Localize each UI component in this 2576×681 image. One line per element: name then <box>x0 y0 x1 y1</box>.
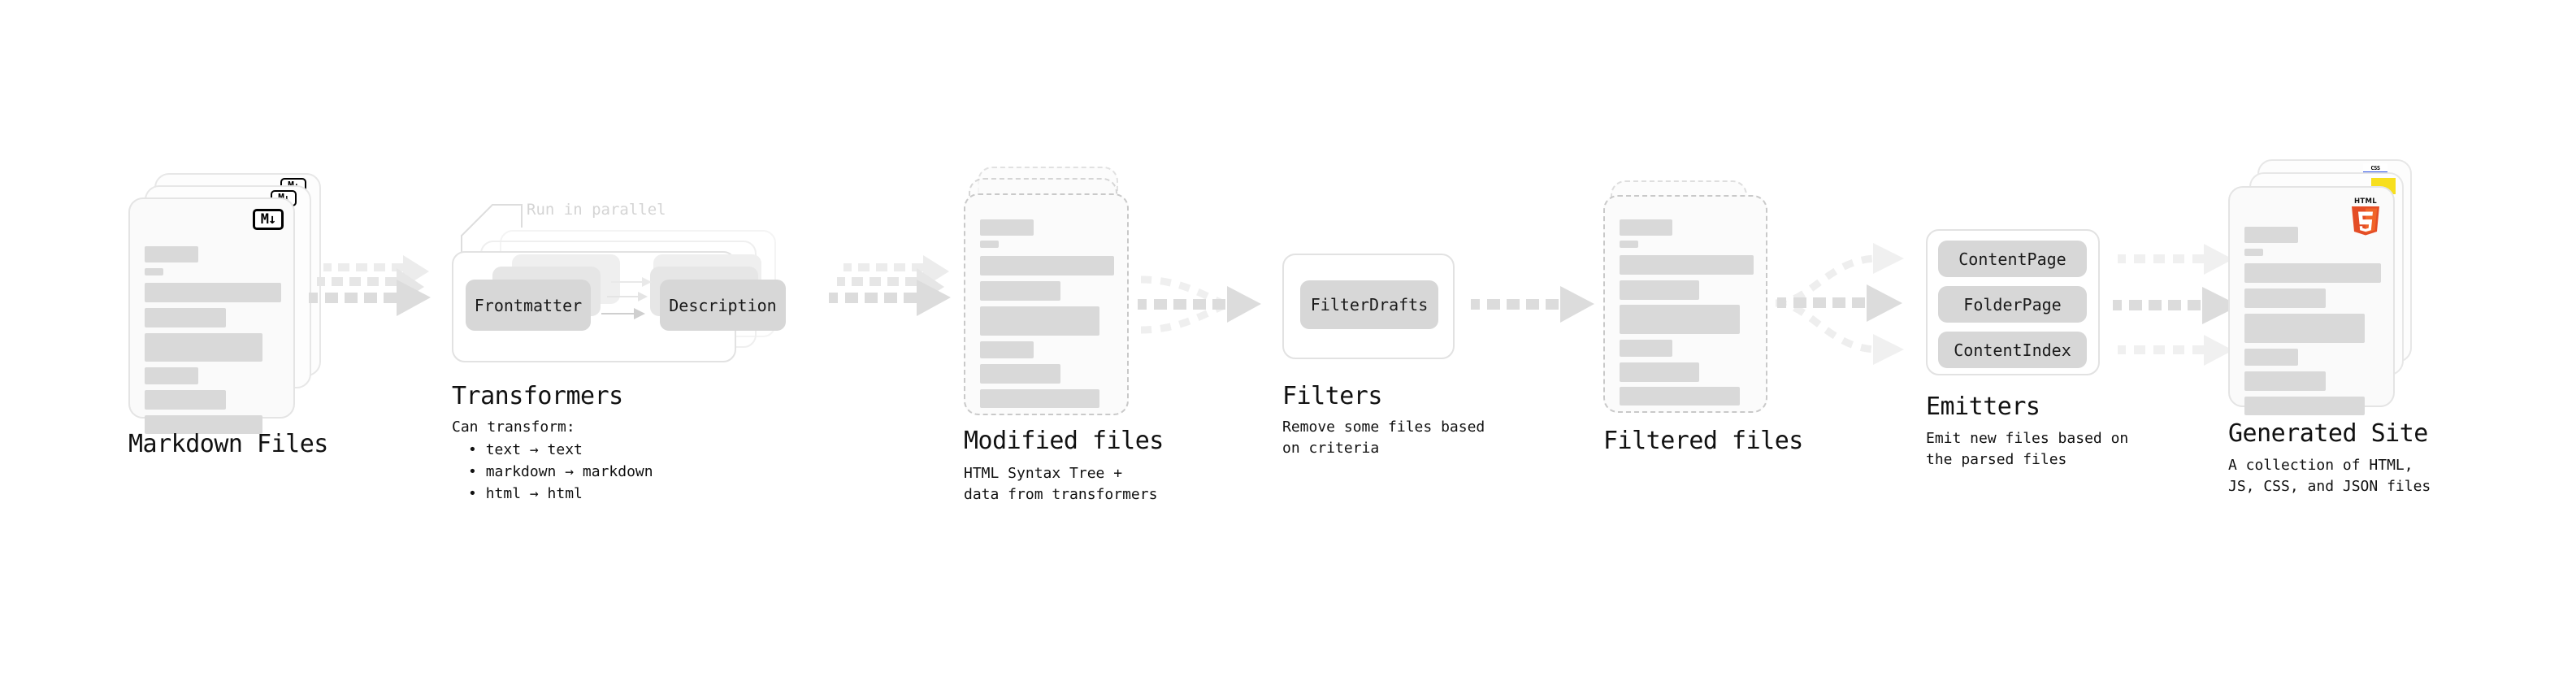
bullet-label: markdown → markdown <box>485 463 653 480</box>
chip-contentpage[interactable]: ContentPage <box>1938 241 2087 277</box>
content-bar <box>145 246 198 262</box>
bullet-label: text → text <box>485 441 583 458</box>
generated-site-title: Generated Site <box>2228 419 2428 448</box>
content-bar <box>1620 305 1740 334</box>
connector-filtered-to-emitters <box>1775 243 1904 365</box>
content-bar <box>1620 340 1672 357</box>
filters-title: Filters <box>1282 382 1382 410</box>
content-bar <box>1620 362 1699 382</box>
doc-card-front <box>1603 195 1767 413</box>
run-in-parallel-label: Run in parallel <box>527 201 666 219</box>
transformers-caption: Can transform: <box>452 419 575 436</box>
bullet-item: • text → text <box>468 441 583 458</box>
run-in-parallel-bracket <box>461 204 523 262</box>
connector-filters-to-filtered <box>1471 286 1594 323</box>
content-bar <box>980 256 1114 275</box>
filtered-files-title: Filtered files <box>1603 427 1803 455</box>
modified-files-title: Modified files <box>964 427 1164 455</box>
content-bar <box>2244 349 2298 366</box>
doc-card-front: M↓ <box>128 197 295 434</box>
content-bar <box>980 306 1099 336</box>
content-bar <box>2244 227 2298 243</box>
content-bar <box>980 341 1034 358</box>
content-bar <box>145 283 281 302</box>
content-bar <box>980 281 1060 301</box>
content-bar <box>980 219 1034 236</box>
doc-card-front: HTML <box>2228 186 2395 415</box>
connector-transformers-to-modified <box>829 255 951 316</box>
markdown-files-title: Markdown Files <box>128 430 328 458</box>
content-bar <box>980 364 1060 384</box>
chip-contentindex[interactable]: ContentIndex <box>1938 332 2087 368</box>
doc-card-front <box>964 193 1129 415</box>
content-bar <box>145 415 262 434</box>
content-bar <box>1620 255 1754 275</box>
content-bar <box>1620 280 1699 300</box>
generated-site-caption: A collection of HTML, JS, CSS, and JSON … <box>2228 457 2431 496</box>
content-bar <box>2244 371 2326 391</box>
filters-caption: Remove some files based on criteria <box>1282 419 1485 458</box>
content-bar <box>145 367 198 384</box>
content-bar <box>1620 219 1672 236</box>
connector-md-to-transformers <box>309 255 431 316</box>
content-bar <box>2244 314 2365 343</box>
content-bar <box>2244 263 2381 283</box>
content-bar <box>145 333 262 362</box>
content-bar <box>145 390 226 410</box>
content-bar <box>980 241 999 248</box>
content-bar <box>2244 397 2365 415</box>
connector-emitters-to-site <box>2113 244 2240 366</box>
content-bar <box>145 268 163 275</box>
chip-filterdrafts[interactable]: FilterDrafts <box>1300 280 1438 329</box>
content-bar <box>980 389 1099 408</box>
chip-description[interactable]: Description <box>660 280 786 331</box>
transformers-title: Transformers <box>452 382 623 410</box>
transformer-inner-arrows <box>601 277 652 319</box>
content-bar <box>2244 288 2326 308</box>
bullet-label: html → html <box>485 485 583 502</box>
bullet-item: • html → html <box>468 485 583 502</box>
content-bar <box>145 308 226 327</box>
content-bar <box>1620 387 1740 406</box>
modified-files-caption: HTML Syntax Tree + data from transformer… <box>964 465 1158 504</box>
connector-modified-to-filters <box>1138 275 1261 334</box>
emitters-caption: Emit new files based on the parsed files <box>1926 430 2129 469</box>
chip-frontmatter[interactable]: Frontmatter <box>466 280 591 331</box>
markdown-badge: M↓ <box>253 209 284 230</box>
content-bar <box>2244 249 2263 256</box>
html5-icon: HTML <box>2352 197 2379 236</box>
content-bar <box>1620 241 1638 248</box>
chip-folderpage[interactable]: FolderPage <box>1938 286 2087 323</box>
transformers-bullets: • text → text • markdown → markdown • ht… <box>455 439 653 505</box>
emitters-title: Emitters <box>1926 393 2040 421</box>
bullet-item: • markdown → markdown <box>468 463 653 480</box>
svg-text:HTML: HTML <box>2354 197 2377 206</box>
